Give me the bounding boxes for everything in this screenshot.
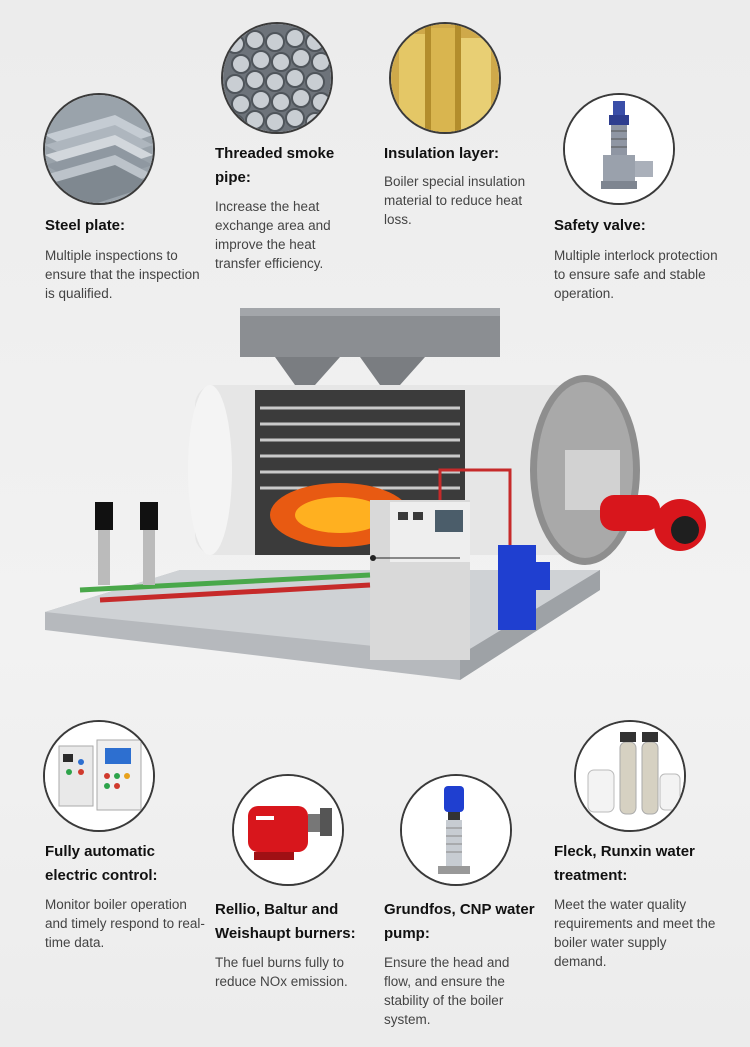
- water-pump-icon: [400, 774, 512, 886]
- feature-title-insulation: Insulation layer:: [384, 145, 500, 162]
- steel-plate-icon: [43, 93, 155, 205]
- feature-desc-water-pump: Ensure the head and flow, and ensure the…: [384, 955, 510, 1027]
- feature-title-smoke-pipe: Threaded smoke pipe:: [215, 145, 335, 186]
- feature-title-electric-control: Fully automatic electric control:: [45, 843, 158, 884]
- feature-title-safety-valve: Safety valve:: [554, 217, 646, 234]
- smoke-pipe-icon: [221, 22, 333, 134]
- feature-title-burners: Rellio, Baltur and Weishaupt burners:: [215, 901, 356, 942]
- feature-title-steel-plate: Steel plate:: [45, 217, 126, 234]
- control-cabinet-icon: [43, 720, 155, 832]
- feature-desc-water-treatment: Meet the water quality requirements and …: [554, 897, 716, 969]
- insulation-icon: [389, 22, 501, 134]
- safety-valve-icon: [563, 93, 675, 205]
- feature-title-water-pump: Grundfos, CNP water pump:: [384, 901, 535, 942]
- feature-title-water-treatment: Fleck, Runxin water treatment:: [554, 843, 695, 884]
- burner-icon: [232, 774, 344, 886]
- feature-desc-smoke-pipe: Increase the heat exchange area and impr…: [215, 199, 331, 271]
- feature-desc-burners: The fuel burns fully to reduce NOx emiss…: [215, 955, 348, 989]
- water-treatment-icon: [574, 720, 686, 832]
- feature-desc-electric-control: Monitor boiler operation and timely resp…: [45, 897, 205, 950]
- boiler-illustration: [40, 290, 730, 700]
- feature-desc-safety-valve: Multiple interlock protection to ensure …: [554, 248, 718, 301]
- feature-desc-insulation: Boiler special insulation material to re…: [384, 174, 526, 227]
- feature-desc-steel-plate: Multiple inspections to ensure that the …: [45, 248, 200, 301]
